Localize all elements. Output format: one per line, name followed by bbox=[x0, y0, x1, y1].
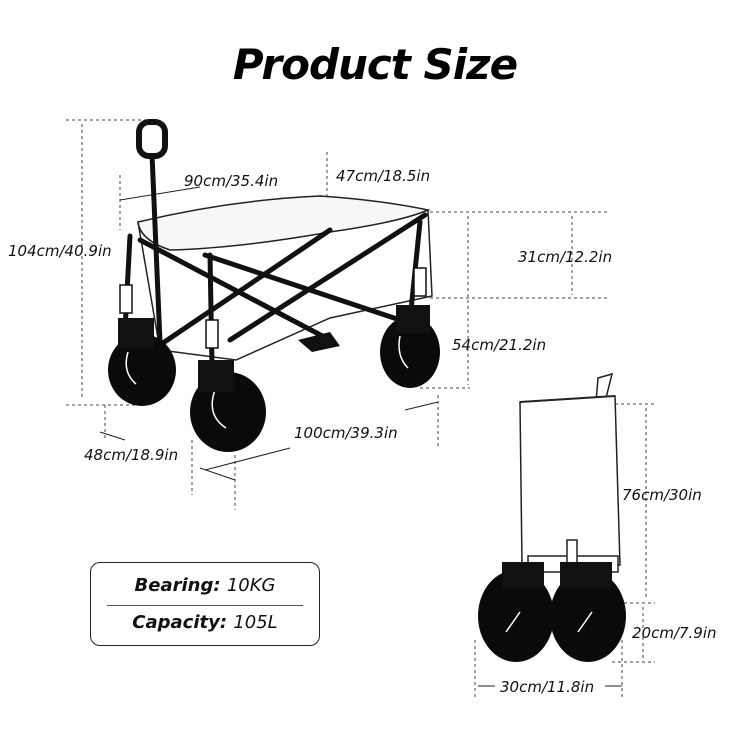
capacity-row: Capacity: 105L bbox=[91, 612, 319, 633]
specs-box: Bearing: 10KG Capacity: 105L bbox=[90, 562, 320, 646]
width-top-label: 47cm/18.5in bbox=[336, 167, 431, 185]
bearing-label: Bearing: bbox=[134, 575, 227, 596]
overall-length-label: 100cm/39.3in bbox=[294, 424, 398, 442]
wheel-front-left bbox=[190, 360, 266, 452]
wagon-folded bbox=[478, 372, 626, 662]
basket-height-label: 54cm/21.2in bbox=[452, 336, 547, 354]
wheelbase-width-label: 48cm/18.9in bbox=[84, 446, 179, 464]
wagon-main bbox=[108, 119, 440, 452]
folded-wheel-left bbox=[478, 562, 554, 662]
folded-height-label: 76cm/30in bbox=[622, 486, 702, 504]
overall-height-label: 104cm/40.9in bbox=[8, 242, 112, 260]
specs-divider bbox=[107, 605, 303, 606]
dimension-lines bbox=[99, 186, 622, 687]
frame-hub bbox=[298, 332, 340, 352]
basket-depth-label: 31cm/12.2in bbox=[518, 248, 613, 266]
bearing-value: 10KG bbox=[226, 575, 276, 596]
length-top-label: 90cm/35.4in bbox=[184, 172, 279, 190]
folded-wheel-right bbox=[550, 562, 626, 662]
capacity-value: 105L bbox=[233, 612, 278, 633]
bearing-row: Bearing: 10KG bbox=[91, 575, 319, 596]
wheel-rear-left bbox=[108, 318, 176, 406]
basket-rim bbox=[137, 195, 431, 251]
folded-width-label: 30cm/11.8in bbox=[500, 678, 595, 696]
wheel-diameter-label: 20cm/7.9in bbox=[632, 624, 717, 642]
wheel-front-right bbox=[380, 305, 440, 388]
handle-grip bbox=[136, 119, 168, 159]
page-title: Product Size bbox=[232, 40, 518, 89]
dimension-guides bbox=[66, 119, 655, 700]
capacity-label: Capacity: bbox=[132, 612, 234, 633]
frame-bars bbox=[122, 212, 428, 368]
